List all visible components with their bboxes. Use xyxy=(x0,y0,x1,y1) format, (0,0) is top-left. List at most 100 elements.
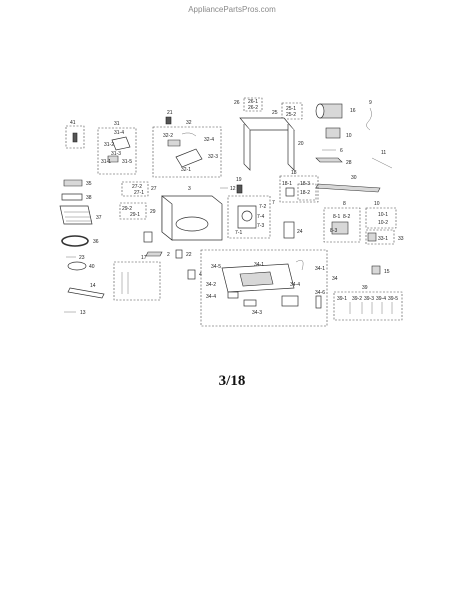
label-39-5: 39-5 xyxy=(388,296,398,302)
group-39[interactable]: 39 39-1 39-2 39-3 39-4 39-5 xyxy=(333,285,403,321)
part-38[interactable]: 38 xyxy=(61,193,92,201)
label-32: 32 xyxy=(186,120,192,126)
part-20[interactable]: 20 xyxy=(239,117,304,171)
part-5[interactable] xyxy=(143,231,153,243)
group-29[interactable]: 29 29-2 29-1 xyxy=(119,202,156,220)
label-32-1: 32-1 xyxy=(181,167,191,173)
label-18-1: 18-1 xyxy=(282,181,292,187)
label-31-1: 31-1 xyxy=(101,159,111,165)
label-26-1: 26-1 xyxy=(248,99,258,105)
label-40: 40 xyxy=(89,264,95,270)
part-28[interactable]: 28 xyxy=(315,157,352,166)
group-31[interactable]: 31 31-4 31-2 31-3 31-1 31-5 xyxy=(97,121,137,175)
label-18-2: 18-2 xyxy=(300,190,310,196)
part-22[interactable]: 22 xyxy=(175,249,192,259)
label-34-4: 34-4 xyxy=(206,294,216,300)
part-16[interactable]: 16 xyxy=(315,103,356,119)
part-13[interactable]: 13 xyxy=(64,310,86,316)
label-23: 23 xyxy=(79,255,85,261)
part-6[interactable]: 6 xyxy=(322,148,343,154)
label-33-1: 33-1 xyxy=(378,236,388,242)
part-19[interactable]: 19 xyxy=(236,177,243,194)
label-29-2: 29-2 xyxy=(122,206,132,212)
label-7: 7 xyxy=(272,200,275,206)
part-41[interactable]: 41 xyxy=(65,120,85,149)
part-10[interactable]: 10 xyxy=(325,127,352,139)
label-39-2: 39-2 xyxy=(352,296,362,302)
group-17[interactable]: 17 xyxy=(113,255,161,301)
label-32-2: 32-2 xyxy=(163,133,173,139)
label-7-3: 7-3 xyxy=(257,223,264,229)
label-8: 8 xyxy=(343,201,346,207)
label-34-1: 34-1 xyxy=(254,262,264,268)
part-24[interactable]: 24 xyxy=(283,221,303,239)
label-14: 14 xyxy=(90,283,96,289)
page-number: 3/18 xyxy=(218,373,246,389)
label-8-2: 8-2 xyxy=(343,214,350,220)
label-12: 12 xyxy=(230,186,236,192)
group-33[interactable]: 33 33-1 xyxy=(365,229,404,245)
label-21: 21 xyxy=(167,110,173,116)
part-2[interactable]: 2 xyxy=(145,251,170,258)
label-8-3: 8-3 xyxy=(330,228,337,234)
label-11: 11 xyxy=(381,150,386,156)
label-25-2: 25-2 xyxy=(286,112,296,118)
group-25[interactable]: 25 25-1 25-2 xyxy=(272,102,303,120)
label-13: 13 xyxy=(80,310,86,316)
label-16: 16 xyxy=(350,108,356,114)
label-32-3: 32-3 xyxy=(208,154,218,160)
part-37[interactable]: 37 xyxy=(59,205,102,225)
label-9: 9 xyxy=(369,100,372,106)
label-35: 35 xyxy=(86,181,92,187)
label-22: 22 xyxy=(186,252,192,258)
group-32[interactable]: 32 32-2 32-4 32-3 32-1 xyxy=(152,120,222,178)
part-40[interactable]: 40 xyxy=(67,261,95,271)
part-4[interactable]: 4 xyxy=(187,269,202,280)
label-34: 34 xyxy=(332,276,338,282)
label-10-1: 10-1 xyxy=(378,212,388,218)
label-30: 30 xyxy=(351,175,357,181)
label-17: 17 xyxy=(141,255,147,261)
part-11[interactable]: 11 xyxy=(371,150,393,169)
label-36: 36 xyxy=(93,239,99,245)
group-27[interactable]: 27 27-2 27-1 xyxy=(121,181,157,197)
group-7[interactable]: 7-2 7 7-4 7-3 7-1 xyxy=(227,195,275,239)
label-20: 20 xyxy=(298,141,304,147)
group-34[interactable]: 34 34-1 34-1 34-5 34-2 34-4 34-4 34-3 34… xyxy=(200,249,338,327)
part-23[interactable]: 23 xyxy=(66,255,85,261)
label-29: 29 xyxy=(150,209,156,215)
label-34-6: 34-6 xyxy=(315,290,325,296)
group-26[interactable]: 26 26-1 26-2 xyxy=(234,97,263,112)
label-26: 26 xyxy=(234,100,240,106)
label-31: 31 xyxy=(114,121,120,127)
label-27-2: 27-2 xyxy=(132,184,142,190)
label-4: 4 xyxy=(199,272,202,278)
label-3: 3 xyxy=(188,186,191,192)
label-25: 25 xyxy=(272,110,278,116)
part-14[interactable]: 14 xyxy=(67,283,105,299)
part-36[interactable]: 36 xyxy=(61,235,99,247)
part-30[interactable]: 30 xyxy=(315,175,381,193)
label-31-5: 31-5 xyxy=(122,159,132,165)
label-18-3: 18-3 xyxy=(300,181,310,187)
group-18[interactable]: 18 18-1 18-3 18-2 xyxy=(279,170,319,203)
part-12[interactable]: 12 xyxy=(220,186,236,192)
part-15[interactable]: 15 xyxy=(371,265,390,275)
group-10[interactable]: 10 10-1 10-2 xyxy=(365,201,397,229)
group-8[interactable]: 8 8-1 8-2 8-3 xyxy=(323,201,361,243)
label-31-3: 31-3 xyxy=(111,151,121,157)
label-39-4: 39-4 xyxy=(376,296,386,302)
part-21[interactable]: 21 xyxy=(165,110,173,125)
part-9[interactable]: 9 xyxy=(366,100,372,131)
label-38: 38 xyxy=(86,195,92,201)
label-25-1: 25-1 xyxy=(286,106,296,112)
part-35[interactable]: 35 xyxy=(63,179,92,187)
label-10: 10 xyxy=(346,133,352,139)
label-39-3: 39-3 xyxy=(364,296,374,302)
label-34-1b: 34-1 xyxy=(315,266,325,272)
part-3-oven-cavity[interactable]: 3 xyxy=(161,186,223,241)
label-15: 15 xyxy=(384,269,390,275)
label-10b: 10 xyxy=(374,201,380,207)
label-31-2: 31-2 xyxy=(104,142,114,148)
